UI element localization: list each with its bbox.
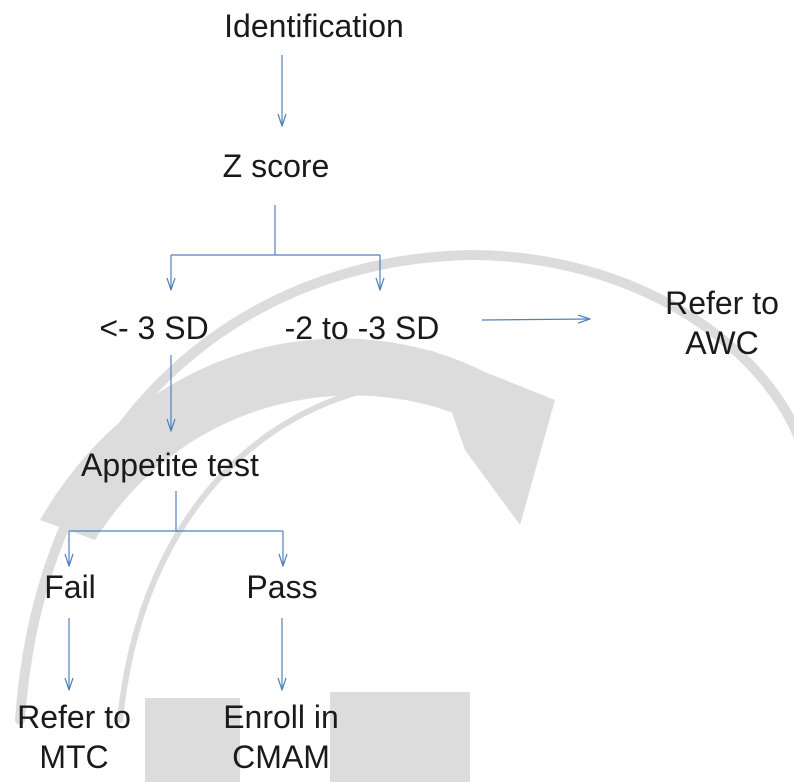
node-appetite-test: Appetite test [60,445,280,485]
node-2-to-3sd-text: -2 to -3 SD [284,310,440,346]
node-enroll-cmam-line2: CMAM [232,739,330,775]
node-less-than-3sd-text: <- 3 SD [99,310,209,346]
node-refer-awc-line1: Refer to [665,285,779,321]
node-refer-mtc-line2: MTC [39,739,109,775]
node-pass-text: Pass [246,569,318,605]
node-refer-awc-line2: AWC [685,325,759,361]
node-refer-awc: Refer to AWC [650,283,794,363]
node-appetite-test-text: Appetite test [81,447,259,483]
watermark-swoosh [40,338,555,540]
node-enroll-cmam: Enroll in CMAM [206,697,356,777]
node-z-score-text: Z score [222,148,330,184]
node-identification: Identification [202,6,426,46]
node-z-score: Z score [209,146,343,186]
watermark-letter-block-2 [330,692,470,782]
edge-2to3sd-to-refer-awc [481,314,591,324]
node-refer-mtc: Refer to MTC [4,697,144,777]
node-less-than-3sd: <- 3 SD [84,308,224,348]
watermark-swoosh-band [40,338,500,540]
watermark-arrow-head [430,350,555,525]
watermark-letters [145,692,470,782]
node-fail: Fail [30,567,110,607]
node-pass: Pass [240,567,324,607]
node-enroll-cmam-line1: Enroll in [223,699,339,735]
watermark-letter-block-1 [145,698,240,782]
node-2-to-3sd: -2 to -3 SD [272,308,452,348]
node-fail-text: Fail [44,569,96,605]
node-refer-mtc-line1: Refer to [17,699,131,735]
node-identification-text: Identification [224,8,404,44]
